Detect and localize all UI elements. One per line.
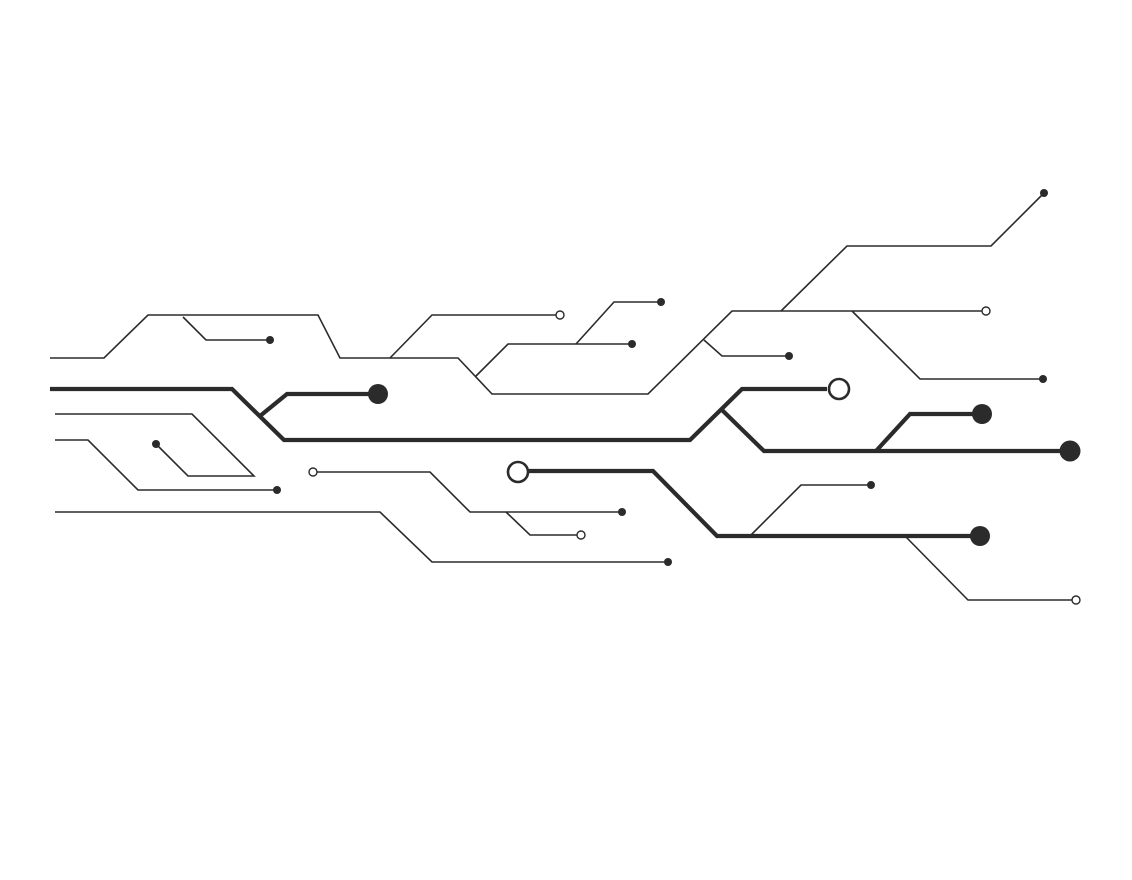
large-solder-pad	[368, 384, 388, 404]
thin-trace	[50, 310, 986, 395]
thick-trace	[50, 386, 827, 443]
large-pad-group	[368, 377, 1081, 546]
trace-end-dot	[618, 508, 626, 516]
trace-end-ring	[308, 467, 318, 477]
trace-end-dot	[152, 440, 160, 448]
trace-end-dot	[867, 481, 875, 489]
thin-trace	[55, 511, 668, 563]
thin-trace	[780, 192, 1045, 312]
trace-end-dot	[1040, 189, 1048, 197]
thin-trace	[851, 310, 1043, 380]
small-open-pad-group	[308, 306, 1081, 605]
thick-trace	[529, 468, 980, 539]
thick-trace	[874, 411, 982, 453]
trace-end-ring	[555, 310, 565, 320]
thin-trace	[703, 339, 789, 357]
thin-trace	[905, 536, 1076, 601]
trace-end-ring	[981, 306, 991, 316]
trace-end-dot	[1039, 375, 1047, 383]
small-pad-group	[152, 189, 1048, 566]
thin-trace	[55, 413, 256, 477]
trace-end-ring	[1071, 595, 1081, 605]
trace-end-dot	[785, 352, 793, 360]
large-solder-pad	[972, 404, 992, 424]
thick-trace	[258, 391, 378, 418]
large-solder-pad	[970, 526, 990, 546]
thin-trace	[749, 484, 871, 537]
thin-trace-group	[50, 192, 1076, 601]
large-open-ring-pad	[506, 460, 530, 484]
large-open-ring-pad	[827, 377, 851, 401]
thin-trace	[313, 471, 622, 513]
trace-end-dot	[628, 340, 636, 348]
large-solder-pad	[1059, 440, 1081, 462]
trace-end-dot	[266, 336, 274, 344]
trace-end-dot	[273, 486, 281, 494]
thick-trace	[720, 408, 1068, 454]
thin-trace	[55, 439, 277, 491]
thin-trace	[505, 511, 581, 536]
trace-end-dot	[664, 558, 672, 566]
trace-end-dot	[657, 298, 665, 306]
thin-trace	[182, 316, 270, 341]
thin-trace	[575, 301, 661, 345]
thick-trace-group	[50, 386, 1068, 539]
trace-end-ring	[576, 530, 586, 540]
thin-trace	[475, 343, 632, 377]
thin-trace	[389, 314, 560, 359]
